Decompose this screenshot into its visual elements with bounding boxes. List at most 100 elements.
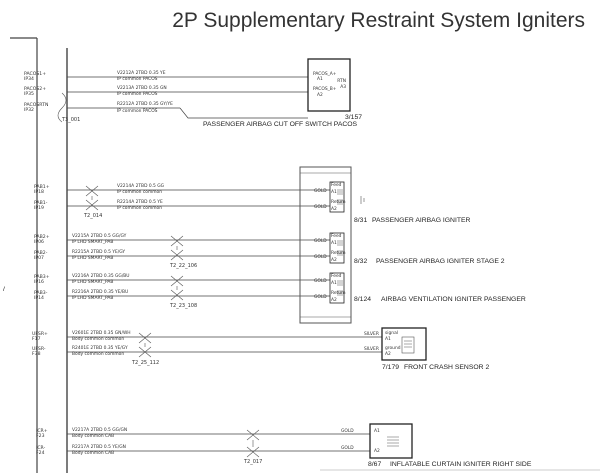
igniter-ventilation-passenger: GOLD GOLD Feed A1 Return A2 8/124 AIRBAG…	[314, 272, 526, 304]
pin-id: IP35	[24, 91, 34, 97]
wire-route: Body common CAB	[72, 450, 114, 456]
wire-code: R2217A 2TBD 0.5 YE/GN	[72, 444, 126, 450]
pin-name: ICR-	[36, 445, 46, 451]
pin-a2: A2	[331, 257, 337, 263]
pin-name: PAB3-	[34, 290, 48, 296]
pin-name: UFSR+	[32, 331, 48, 337]
wires	[67, 76, 395, 452]
pacos-pin-name: PACOS_B+	[313, 86, 337, 92]
pin-a2: A2	[331, 297, 337, 303]
pin-name: PAB2+	[34, 234, 50, 240]
wire-route: IP LHD SMART_PAB	[72, 255, 113, 261]
left-marker: /	[3, 286, 5, 293]
wire-route: IP common PACOS	[117, 91, 158, 97]
pin-a2: A2	[374, 448, 380, 454]
pin-id: IP14	[34, 295, 44, 301]
plating-label: GOLD	[314, 204, 327, 210]
igniter-ref: 8/124	[354, 296, 371, 303]
pin-id: IP19	[34, 205, 44, 211]
twist-symbol	[57, 92, 67, 123]
sensor-pin-name: ground	[385, 345, 401, 351]
igniter-passenger-airbag-stage-2: GOLD GOLD Feed A1 Return A2 8/32 PASSENG…	[314, 232, 505, 265]
wire-route: IP LHD SMART_PAB	[72, 295, 113, 301]
sensor-element	[401, 336, 415, 354]
passenger-igniter-group: GOLD GOLD Feed A1 Return A2 8/31 PASSENG…	[299, 166, 526, 324]
page-title: 2P Supplementary Restraint System Ignite…	[172, 9, 585, 32]
pacos-label: PASSENGER AIRBAG CUT OFF SWITCH PACOS	[203, 121, 358, 128]
igniter-element	[337, 280, 343, 296]
pin-name: PACOSRTN	[24, 102, 48, 108]
wire-code: V2217A 2TBD 0.5 GG/GN	[72, 427, 127, 433]
wire-code: V2601E 2TBD 0.35 GN/WH	[72, 330, 131, 336]
pin-name: PAB1+	[34, 184, 50, 190]
twist-symbol	[138, 332, 152, 358]
wire-code: V2213A 2TBD 0.35 GN	[117, 85, 167, 91]
twist-symbol	[85, 185, 99, 211]
twist-label: T2_25_112	[131, 360, 159, 366]
wire-code: V2216A 2TBD 0.35 GG/BU	[72, 273, 130, 279]
wire-code: V2215A 2TBD 0.5 GG/GY	[72, 233, 127, 239]
pin-a1: A1	[331, 189, 337, 195]
control-module-frame	[10, 37, 68, 473]
wire-route: Body common CAB	[72, 433, 114, 439]
pacos-switch: PACOS_A+ A1 PACOS_B+ A2 RTN A3 3/157 PAS…	[203, 58, 362, 128]
plating-label: GOLD	[314, 254, 327, 260]
twist-symbol	[170, 235, 184, 261]
wire-route: IP common common	[117, 189, 162, 195]
pin-name: PAB3+	[34, 274, 50, 280]
pin-name: PAB1-	[34, 200, 48, 206]
pacos-pin-id: A2	[317, 92, 323, 98]
curtain-label: INFLATABLE CURTAIN IGNITER RIGHT SIDE	[390, 461, 532, 468]
pacos-pin-name: PACOS_A+	[313, 71, 337, 77]
sensor-pin-name: signal	[385, 330, 398, 336]
wire-route: IP LHD SMART_PAB	[72, 279, 113, 285]
pin-id: F24	[36, 450, 45, 456]
sensor-pin-id: A2	[385, 351, 391, 357]
pin-id: IP16	[34, 279, 44, 285]
igniter-passenger-airbag: GOLD GOLD Feed A1 Return A2 8/31 PASSENG…	[314, 181, 471, 224]
igniter-ref: 8/32	[354, 258, 367, 265]
pin-id: IP18	[34, 189, 44, 195]
wire-route: Body common common	[72, 351, 124, 357]
pin-name: UFSR-	[32, 346, 46, 352]
twist-symbol	[170, 275, 184, 301]
pacos-pin-id: A3	[340, 84, 346, 90]
feed-label: Feed	[331, 273, 342, 279]
twist-symbol	[246, 429, 260, 458]
wire-route: IP common PACOS	[117, 76, 158, 82]
wire-code: R2401E 2TBD 0.35 YE/GY	[72, 345, 128, 351]
wire-route: IP LHD SMART_PAB	[72, 239, 113, 245]
sensor-pin-id: A1	[385, 336, 391, 342]
wire-route: IP common common	[117, 205, 162, 211]
wire-route: Body common common	[72, 336, 124, 342]
pin-id: F23	[36, 433, 45, 439]
plating-label: GOLD	[314, 294, 327, 300]
ground-tick	[360, 196, 365, 204]
pin-a2: A2	[331, 206, 337, 212]
wire-code: R2212A 2TBD 0.35 GY/YE	[117, 101, 173, 107]
twist-label: T2_017	[243, 459, 262, 465]
pin-id: F17	[32, 336, 41, 342]
igniter-label: PASSENGER AIRBAG IGNITER STAGE 2	[376, 258, 505, 265]
plating-label: GOLD	[314, 238, 327, 244]
pacos-pin-id: A1	[317, 76, 323, 82]
plating-label: GOLD	[341, 428, 354, 434]
plating-label: GOLD	[314, 188, 327, 194]
front-crash-sensor: SILVER SILVER signal A1 ground A2 7/179 …	[364, 327, 489, 371]
wire-code: R2214A 2TBD 0.5 YE	[117, 199, 163, 205]
pacos-ref: 3/157	[345, 114, 362, 121]
connector-pin-labels: PACOS1+ IP34 PACOS2+ IP35 PACOSRTN IP32 …	[24, 71, 50, 456]
igniter-element	[337, 189, 343, 205]
igniter-ref: 8/31	[354, 217, 367, 224]
curtain-ref: 8/67	[368, 461, 381, 468]
wire-code: R2216A 2TBD 0.35 YE/BU	[72, 289, 128, 295]
pin-a1: A1	[331, 280, 337, 286]
pin-a1: A1	[374, 428, 380, 434]
curtain-igniter: GOLD GOLD A1 A2 8/67 INFLATABLE CURTAIN …	[341, 423, 532, 468]
pin-name: PACOS2+	[24, 86, 46, 92]
igniter-element	[337, 240, 343, 256]
pacos-pin-name: RTN	[337, 78, 346, 84]
sensor-label: FRONT CRASH SENSOR 2	[404, 364, 489, 371]
twist-label: T3_001	[61, 117, 80, 123]
feed-label: Feed	[331, 182, 342, 188]
